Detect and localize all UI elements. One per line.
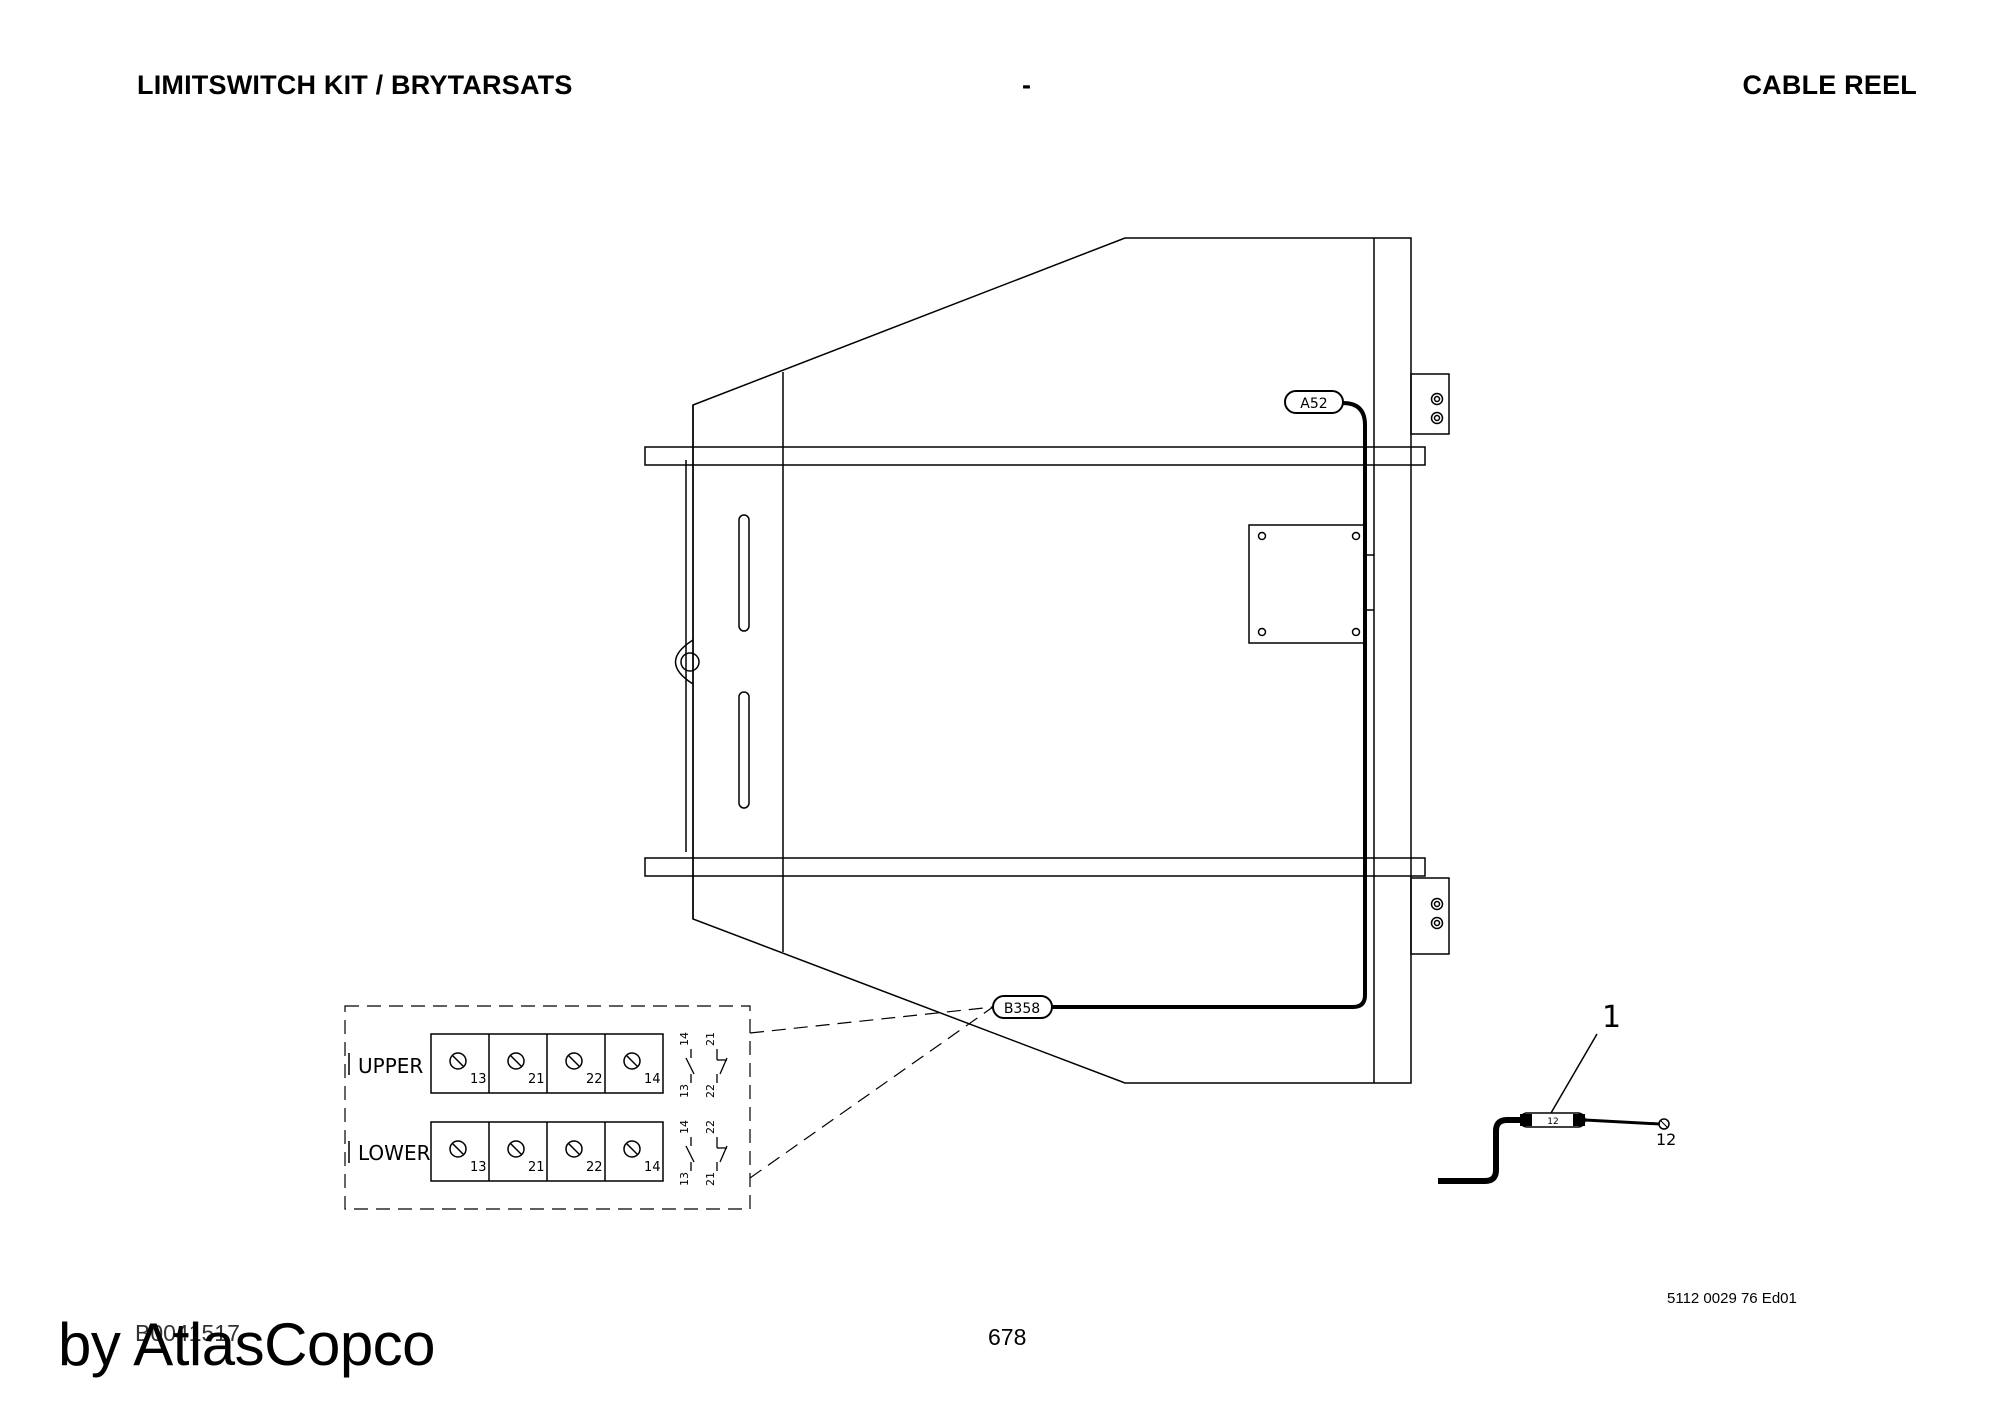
svg-text:14: 14 [644, 1160, 661, 1175]
document-code: 5112 0029 76 Ed01 [1667, 1290, 1797, 1307]
leader-upper [749, 1006, 994, 1034]
svg-text:22: 22 [704, 1120, 717, 1134]
crossbar-lower [644, 857, 1426, 877]
svg-text:LOWER: LOWER [358, 1141, 431, 1165]
switch-row-upper: UPPER 13 21 22 14 14 13 21 22 [348, 1032, 728, 1098]
svg-text:14: 14 [678, 1120, 691, 1134]
svg-text:14: 14 [678, 1032, 691, 1046]
svg-text:13: 13 [678, 1084, 691, 1098]
svg-text:14: 14 [644, 1072, 661, 1087]
callout-leader [1550, 1033, 1598, 1114]
svg-text:21: 21 [528, 1072, 545, 1087]
svg-text:22: 22 [586, 1072, 603, 1087]
header-separator: - [1022, 70, 1032, 100]
housing-outline [692, 237, 1412, 1084]
svg-text:21: 21 [704, 1172, 717, 1186]
svg-text:21: 21 [704, 1032, 717, 1046]
page-number: 678 [988, 1324, 1027, 1350]
slot-lower [738, 691, 750, 809]
connector-b358: B358 [992, 995, 1053, 1019]
connector-a52: A52 [1284, 390, 1344, 414]
bracket-lower [1410, 877, 1450, 955]
mounting-plate [1248, 524, 1366, 644]
svg-text:UPPER: UPPER [358, 1054, 423, 1078]
switch-detail-box [344, 1005, 751, 1210]
svg-text:A52: A52 [1300, 396, 1327, 412]
svg-text:13: 13 [678, 1172, 691, 1186]
part-1-cable-detail: 1 12 12 [1438, 1000, 1676, 1184]
crossbar-upper [644, 446, 1426, 466]
svg-text:12: 12 [1547, 1117, 1558, 1127]
svg-text:22: 22 [704, 1084, 717, 1098]
svg-text:B358: B358 [1004, 1001, 1040, 1017]
leader-lower [749, 1006, 994, 1179]
svg-text:13: 13 [470, 1072, 487, 1087]
slot-upper [738, 514, 750, 632]
cable [1052, 401, 1367, 1009]
svg-text:12: 12 [1656, 1130, 1676, 1149]
svg-text:22: 22 [586, 1160, 603, 1175]
svg-text:1: 1 [1602, 1000, 1621, 1035]
svg-text:13: 13 [470, 1160, 487, 1175]
header-title-left: LIMITSWITCH KIT / BRYTARSATS [137, 70, 573, 100]
header-title-right: CABLE REEL [1742, 70, 1917, 100]
svg-text:21: 21 [528, 1160, 545, 1175]
bracket-upper [1410, 373, 1450, 435]
switch-row-lower: LOWER 13 21 22 14 14 13 22 21 [348, 1120, 728, 1186]
watermark: by AtlasCopco [58, 1311, 436, 1378]
drawing-reference: B0041517 [135, 1320, 240, 1346]
housing-pivot [674, 639, 694, 685]
